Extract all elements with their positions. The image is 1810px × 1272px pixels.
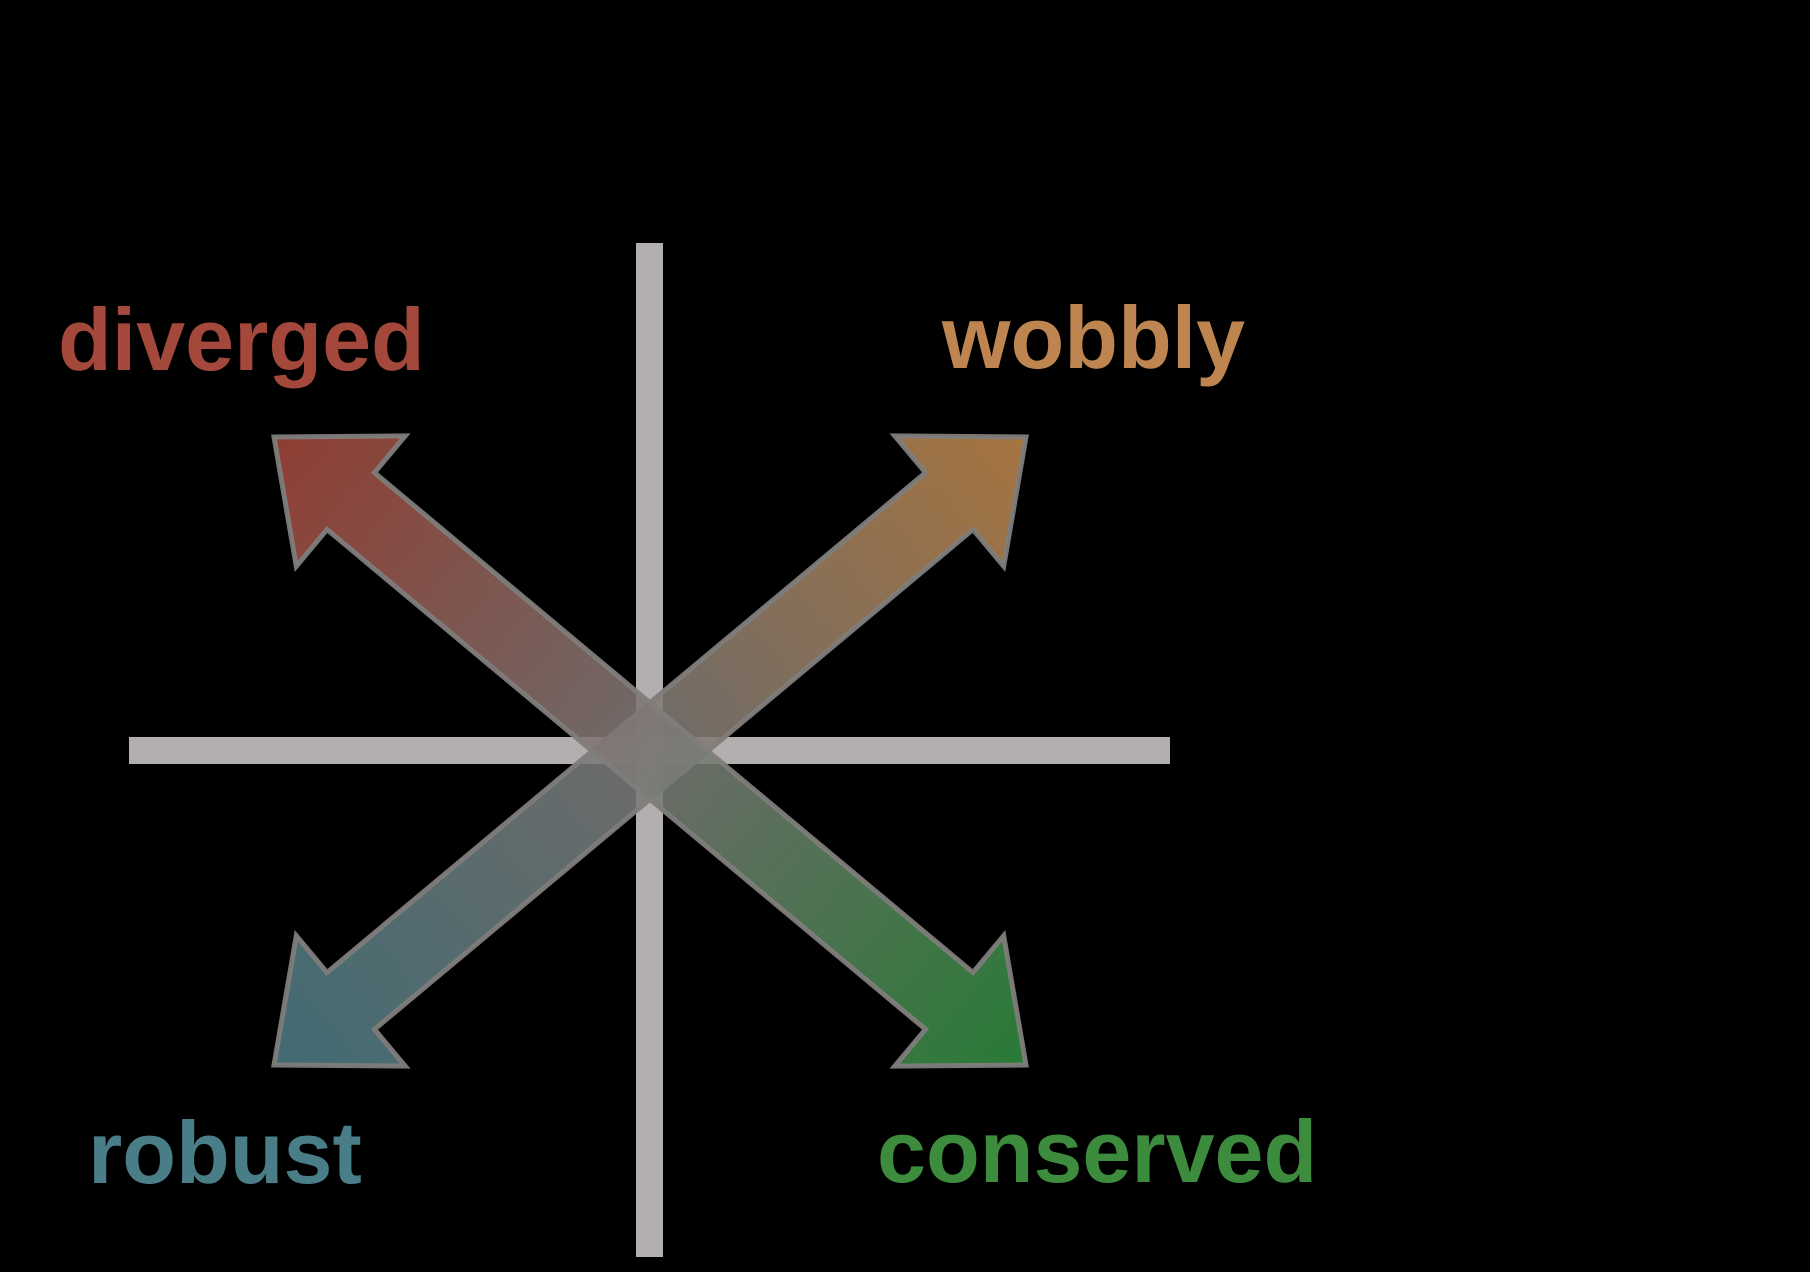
label-wobbly: wobbly	[941, 288, 1245, 387]
label-robust: robust	[88, 1103, 362, 1202]
label-conserved: conserved	[877, 1102, 1317, 1201]
label-diverged: diverged	[58, 290, 425, 389]
diverged-conserved-arrow	[271, 433, 1029, 1069]
